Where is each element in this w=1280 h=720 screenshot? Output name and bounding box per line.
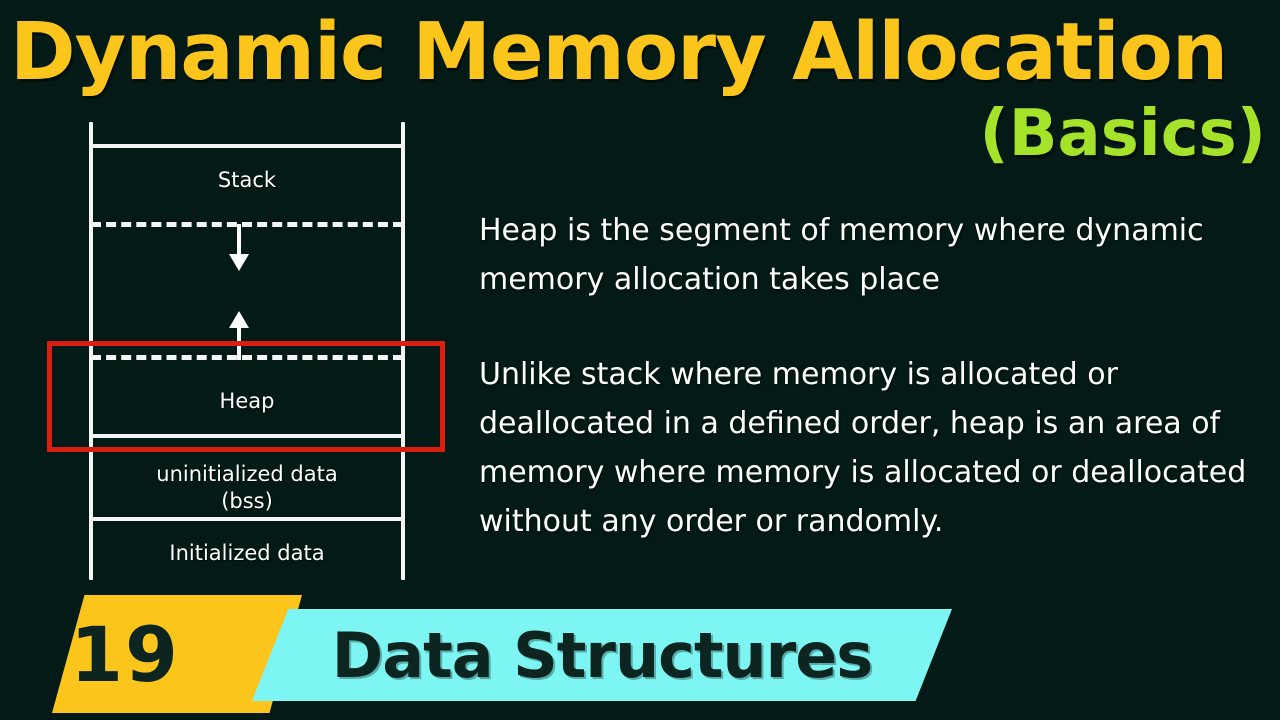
divider-heap-bottom bbox=[91, 434, 403, 438]
segment-label-bss: (bss) bbox=[221, 489, 273, 513]
footer-banner: 19 Data Structures bbox=[0, 595, 1280, 720]
lesson-number-label: 19 bbox=[70, 609, 180, 699]
divider-top bbox=[91, 144, 403, 148]
segment-label-uninitialized-data: uninitialized data bbox=[156, 462, 338, 486]
arrow-down-icon bbox=[229, 254, 249, 271]
segment-label-initialized-data: Initialized data bbox=[169, 541, 325, 565]
diagram-left-border bbox=[89, 122, 93, 580]
series-title-banner bbox=[252, 609, 952, 701]
divider-stack-bottom-dashed bbox=[91, 222, 403, 227]
paragraph-heap-definition: Heap is the segment of memory where dyna… bbox=[479, 213, 1204, 297]
paragraph-heap-vs-stack: Unlike stack where memory is allocated o… bbox=[479, 357, 1247, 539]
page-subtitle: (Basics) bbox=[979, 97, 1266, 171]
stack-grow-arrow-shaft bbox=[237, 224, 241, 256]
body-text: Heap is the segment of memory where dyna… bbox=[479, 206, 1269, 546]
segment-label-heap: Heap bbox=[219, 389, 275, 413]
heap-highlight-box bbox=[47, 341, 445, 452]
arrow-up-icon bbox=[229, 311, 249, 328]
divider-bss-bottom bbox=[91, 517, 403, 521]
divider-heap-top-dashed bbox=[91, 355, 403, 360]
diagram-right-border bbox=[401, 122, 405, 580]
segment-label-stack: Stack bbox=[217, 168, 277, 192]
page-title: Dynamic Memory Allocation bbox=[10, 6, 1228, 98]
series-title-label: Data Structures bbox=[331, 618, 873, 692]
memory-layout-diagram: Stack Heap uninitialized data (bss) Init… bbox=[0, 0, 470, 600]
